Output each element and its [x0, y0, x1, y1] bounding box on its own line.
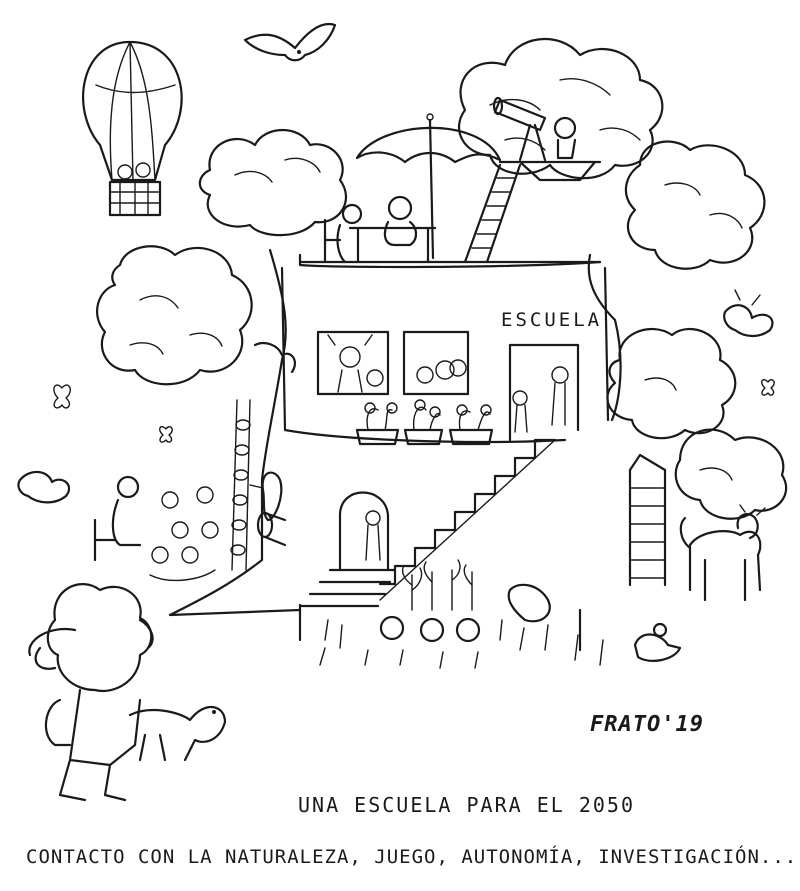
- artist-signature: FRATO'19: [590, 712, 704, 737]
- duck: [633, 622, 682, 662]
- foliage-right: [624, 140, 766, 270]
- rope-ladder-left: [230, 399, 251, 571]
- flying-bird-left: [17, 470, 71, 504]
- ground-plants: [298, 559, 604, 669]
- foliage-top-right: [458, 37, 664, 180]
- foliage-right-lower: [606, 327, 788, 520]
- upper-deck: [298, 96, 602, 264]
- staircase: [378, 438, 557, 601]
- cow: [679, 504, 766, 602]
- flower-planters: [355, 399, 494, 446]
- tree-trunk: [168, 248, 622, 617]
- butterflies: [53, 379, 775, 443]
- hot-air-balloon: [82, 40, 183, 217]
- outdoor-class-group: [93, 471, 287, 582]
- flying-bird-top: [243, 22, 337, 62]
- foliage-top-left: [198, 129, 347, 237]
- school-building: [280, 266, 610, 446]
- boy-with-dog: [28, 583, 227, 802]
- flying-bird-right: [723, 289, 774, 338]
- caption-subtitle: CONTACTO CON LA NATURALEZA, JUEGO, AUTON…: [26, 846, 798, 868]
- caption-title: UNA ESCUELA PARA EL 2050: [298, 793, 635, 817]
- foliage-left: [96, 245, 297, 386]
- school-sign-text: ESCUELA: [501, 309, 603, 331]
- trunk-arch-door: [298, 491, 397, 608]
- wooden-ladder-right: [628, 453, 667, 587]
